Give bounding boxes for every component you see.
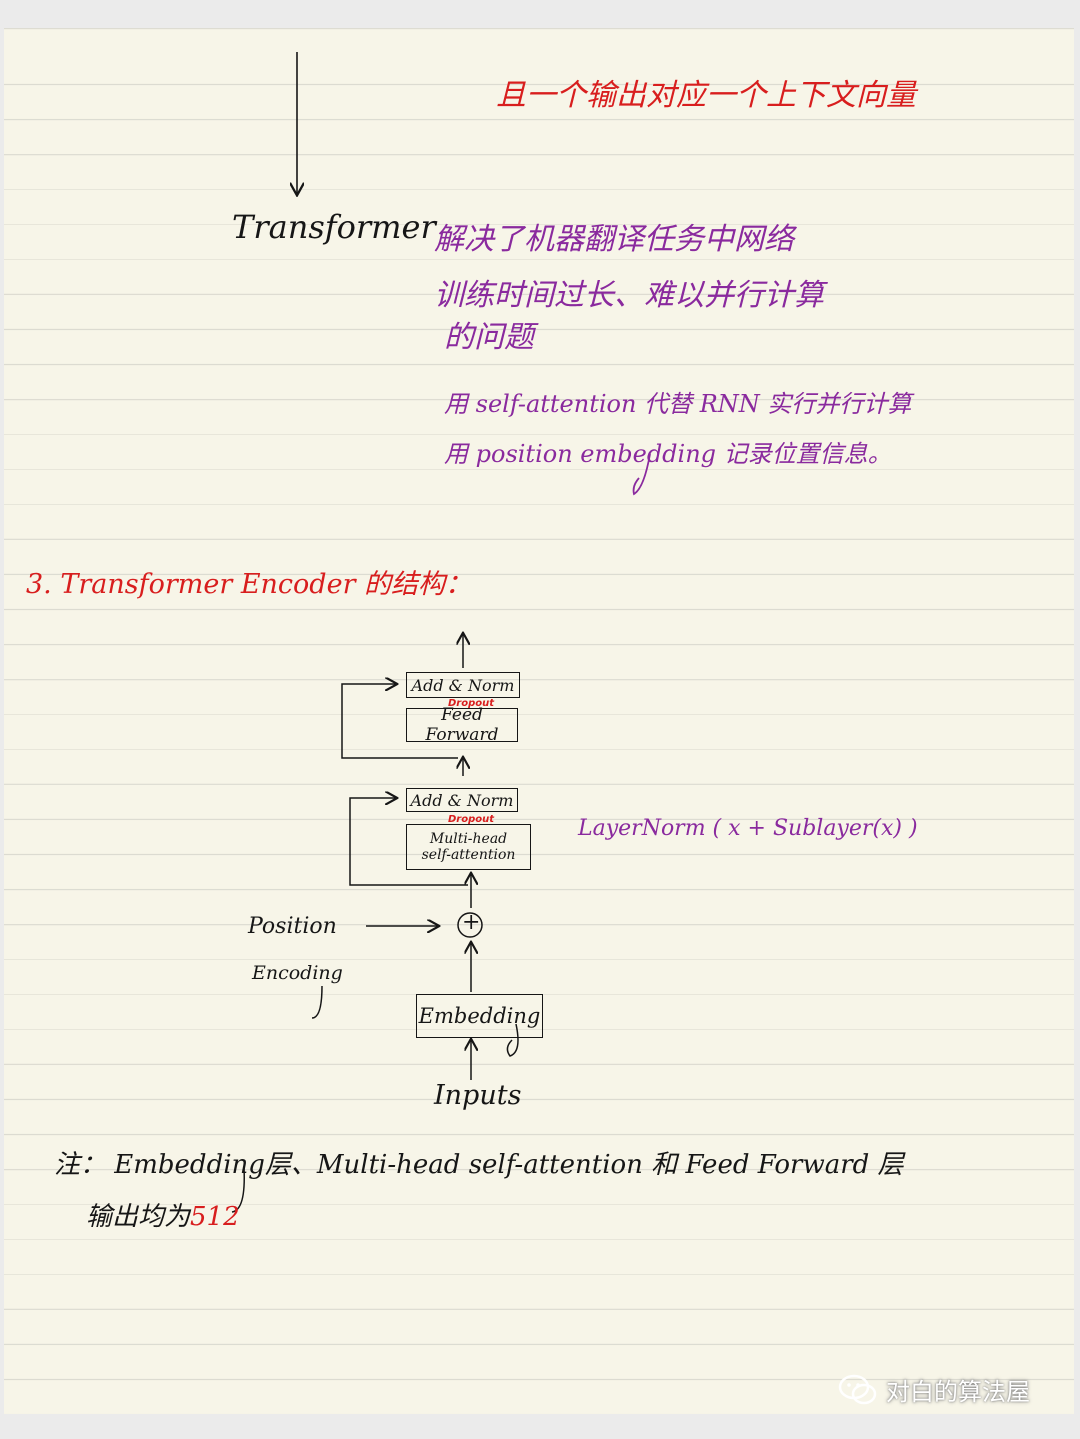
notebook-page: 且一个输出对应一个上下文向量 Transformer 解决了机器翻译任务中网络 … (4, 28, 1074, 1414)
encoding-tail (311, 985, 323, 1019)
residual-loop-top (341, 684, 458, 759)
footnote-line-2: 输出均为512 (86, 1196, 240, 1233)
purple-tail (632, 453, 651, 496)
transformer-note-line-1: 解决了机器翻译任务中网络 (434, 222, 794, 257)
plus-symbol: + (462, 910, 481, 935)
diagram-lines (231, 52, 651, 1213)
footnote-line-1: 注： Embedding层、Multi-head self-attention … (54, 1150, 904, 1180)
add-norm-bottom-block: Add & Norm (406, 788, 518, 812)
position-label-line-1: Position (248, 914, 337, 939)
plus-circle (457, 912, 483, 938)
transformer-note-line-4: 用 self-attention 代替 RNN 实行并行计算 (444, 390, 912, 418)
feed-forward-block: Feed Forward (406, 705, 518, 745)
transformer-label: Transformer (232, 208, 436, 246)
wechat-icon (838, 1374, 877, 1404)
footnote-prefix: 输出均为 (86, 1202, 191, 1232)
embedding-tail (506, 1023, 519, 1057)
multi-head-line-1: Multi-head (429, 831, 508, 847)
dropout-bottom-label: Dropout (448, 814, 495, 825)
residual-loop-bottom (349, 798, 468, 886)
watermark-text: 对白的算法屋 (886, 1378, 1030, 1406)
section-title: 3. Transformer Encoder 的结构： (26, 569, 473, 600)
multi-head-line-2: self-attention (421, 847, 516, 863)
layernorm-formula: LayerNorm ( x + Sublayer(x) ) (578, 816, 918, 841)
transformer-note-line-2: 训练时间过长、难以并行计算 (434, 278, 824, 313)
embedding-block: Embedding (416, 994, 543, 1038)
footnote-value: 512 (190, 1202, 240, 1232)
transformer-note-line-5: 用 position embedding 记录位置信息。 (444, 440, 892, 468)
inputs-label: Inputs (434, 1080, 522, 1111)
dropout-top-label: Dropout (448, 698, 495, 709)
transformer-note-line-3: 的问题 (444, 320, 534, 355)
footnote-tail (231, 1167, 245, 1213)
position-label-line-2: Encoding (252, 962, 343, 984)
add-norm-top-block: Add & Norm (406, 672, 520, 698)
note-context-vector: 且一个输出对应一个上下文向量 (496, 78, 916, 113)
multi-head-attention-block: Multi-head self-attention (406, 824, 531, 870)
watermark: 对白的算法屋 (838, 1372, 1030, 1407)
